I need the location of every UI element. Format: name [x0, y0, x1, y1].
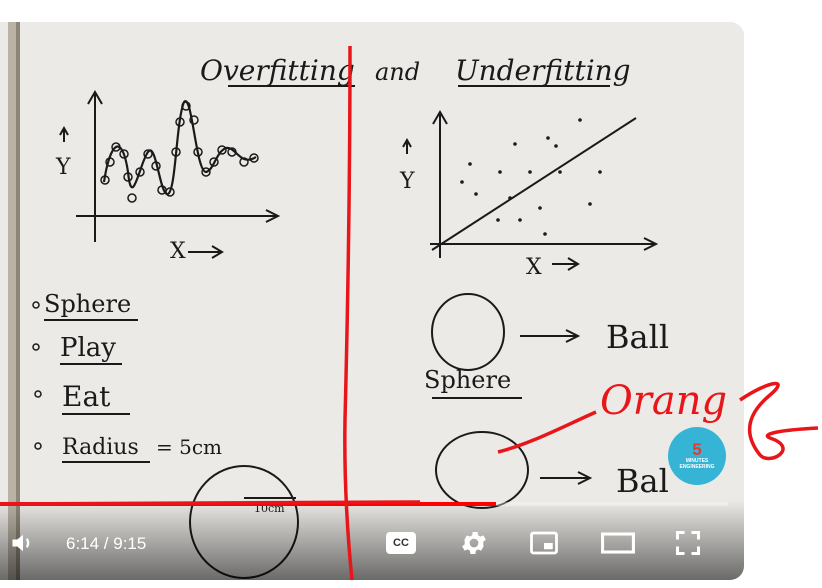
miniplayer-icon	[530, 531, 558, 555]
progress-bar[interactable]	[0, 502, 728, 506]
overfitting-points	[100, 101, 259, 203]
radius-value: = 5cm	[156, 435, 222, 459]
ball-label-top: Ball	[606, 318, 669, 356]
logo-number: 5	[692, 440, 702, 459]
theater-mode-icon	[601, 532, 635, 554]
settings-gear-icon	[462, 532, 486, 554]
logo-text: MINUTES ENGINEERING	[679, 458, 715, 470]
ball-label-bottom: Bal	[616, 462, 669, 500]
channel-logo[interactable]: 5 MINUTES ENGINEERING	[668, 427, 726, 485]
video-player[interactable]: Overfitting and Underfitting Y X	[0, 22, 744, 580]
list-item-sphere: Sphere	[44, 290, 131, 318]
miniplayer-button[interactable]	[526, 526, 562, 560]
left-y-label: Y	[55, 155, 71, 180]
feature-list: Sphere Play Eat Radius = 5cm	[32, 290, 222, 463]
whiteboard-frame: Overfitting and Underfitting Y X	[0, 22, 744, 580]
fullscreen-icon	[675, 530, 701, 556]
settings-button[interactable]	[456, 526, 492, 560]
right-x-label: X	[526, 255, 542, 280]
overfitting-graph	[59, 90, 281, 242]
theater-mode-button[interactable]	[598, 526, 638, 560]
left-x-label: X	[170, 239, 186, 264]
title-and: and	[375, 58, 420, 86]
list-item-eat: Eat	[62, 380, 111, 413]
player-controls: 6:14 / 9:15 CC	[0, 500, 744, 580]
title-overfitting: Overfitting	[200, 54, 355, 87]
captions-button[interactable]: CC	[384, 528, 418, 558]
volume-icon	[12, 534, 30, 552]
sphere-label: Sphere	[424, 366, 511, 394]
fullscreen-button[interactable]	[670, 526, 706, 560]
sphere-drawing	[431, 293, 505, 371]
time-display: 6:14 / 9:15	[66, 534, 147, 553]
captions-icon: CC	[386, 532, 416, 554]
underfitting-points	[460, 118, 602, 236]
volume-button[interactable]	[6, 526, 40, 560]
underfitting-graph	[402, 110, 659, 258]
right-y-label: Y	[399, 169, 415, 194]
title-underfitting: Underfitting	[455, 54, 631, 87]
list-item-play: Play	[60, 333, 116, 363]
list-item-radius: Radius	[62, 435, 139, 460]
progress-played	[0, 502, 497, 506]
